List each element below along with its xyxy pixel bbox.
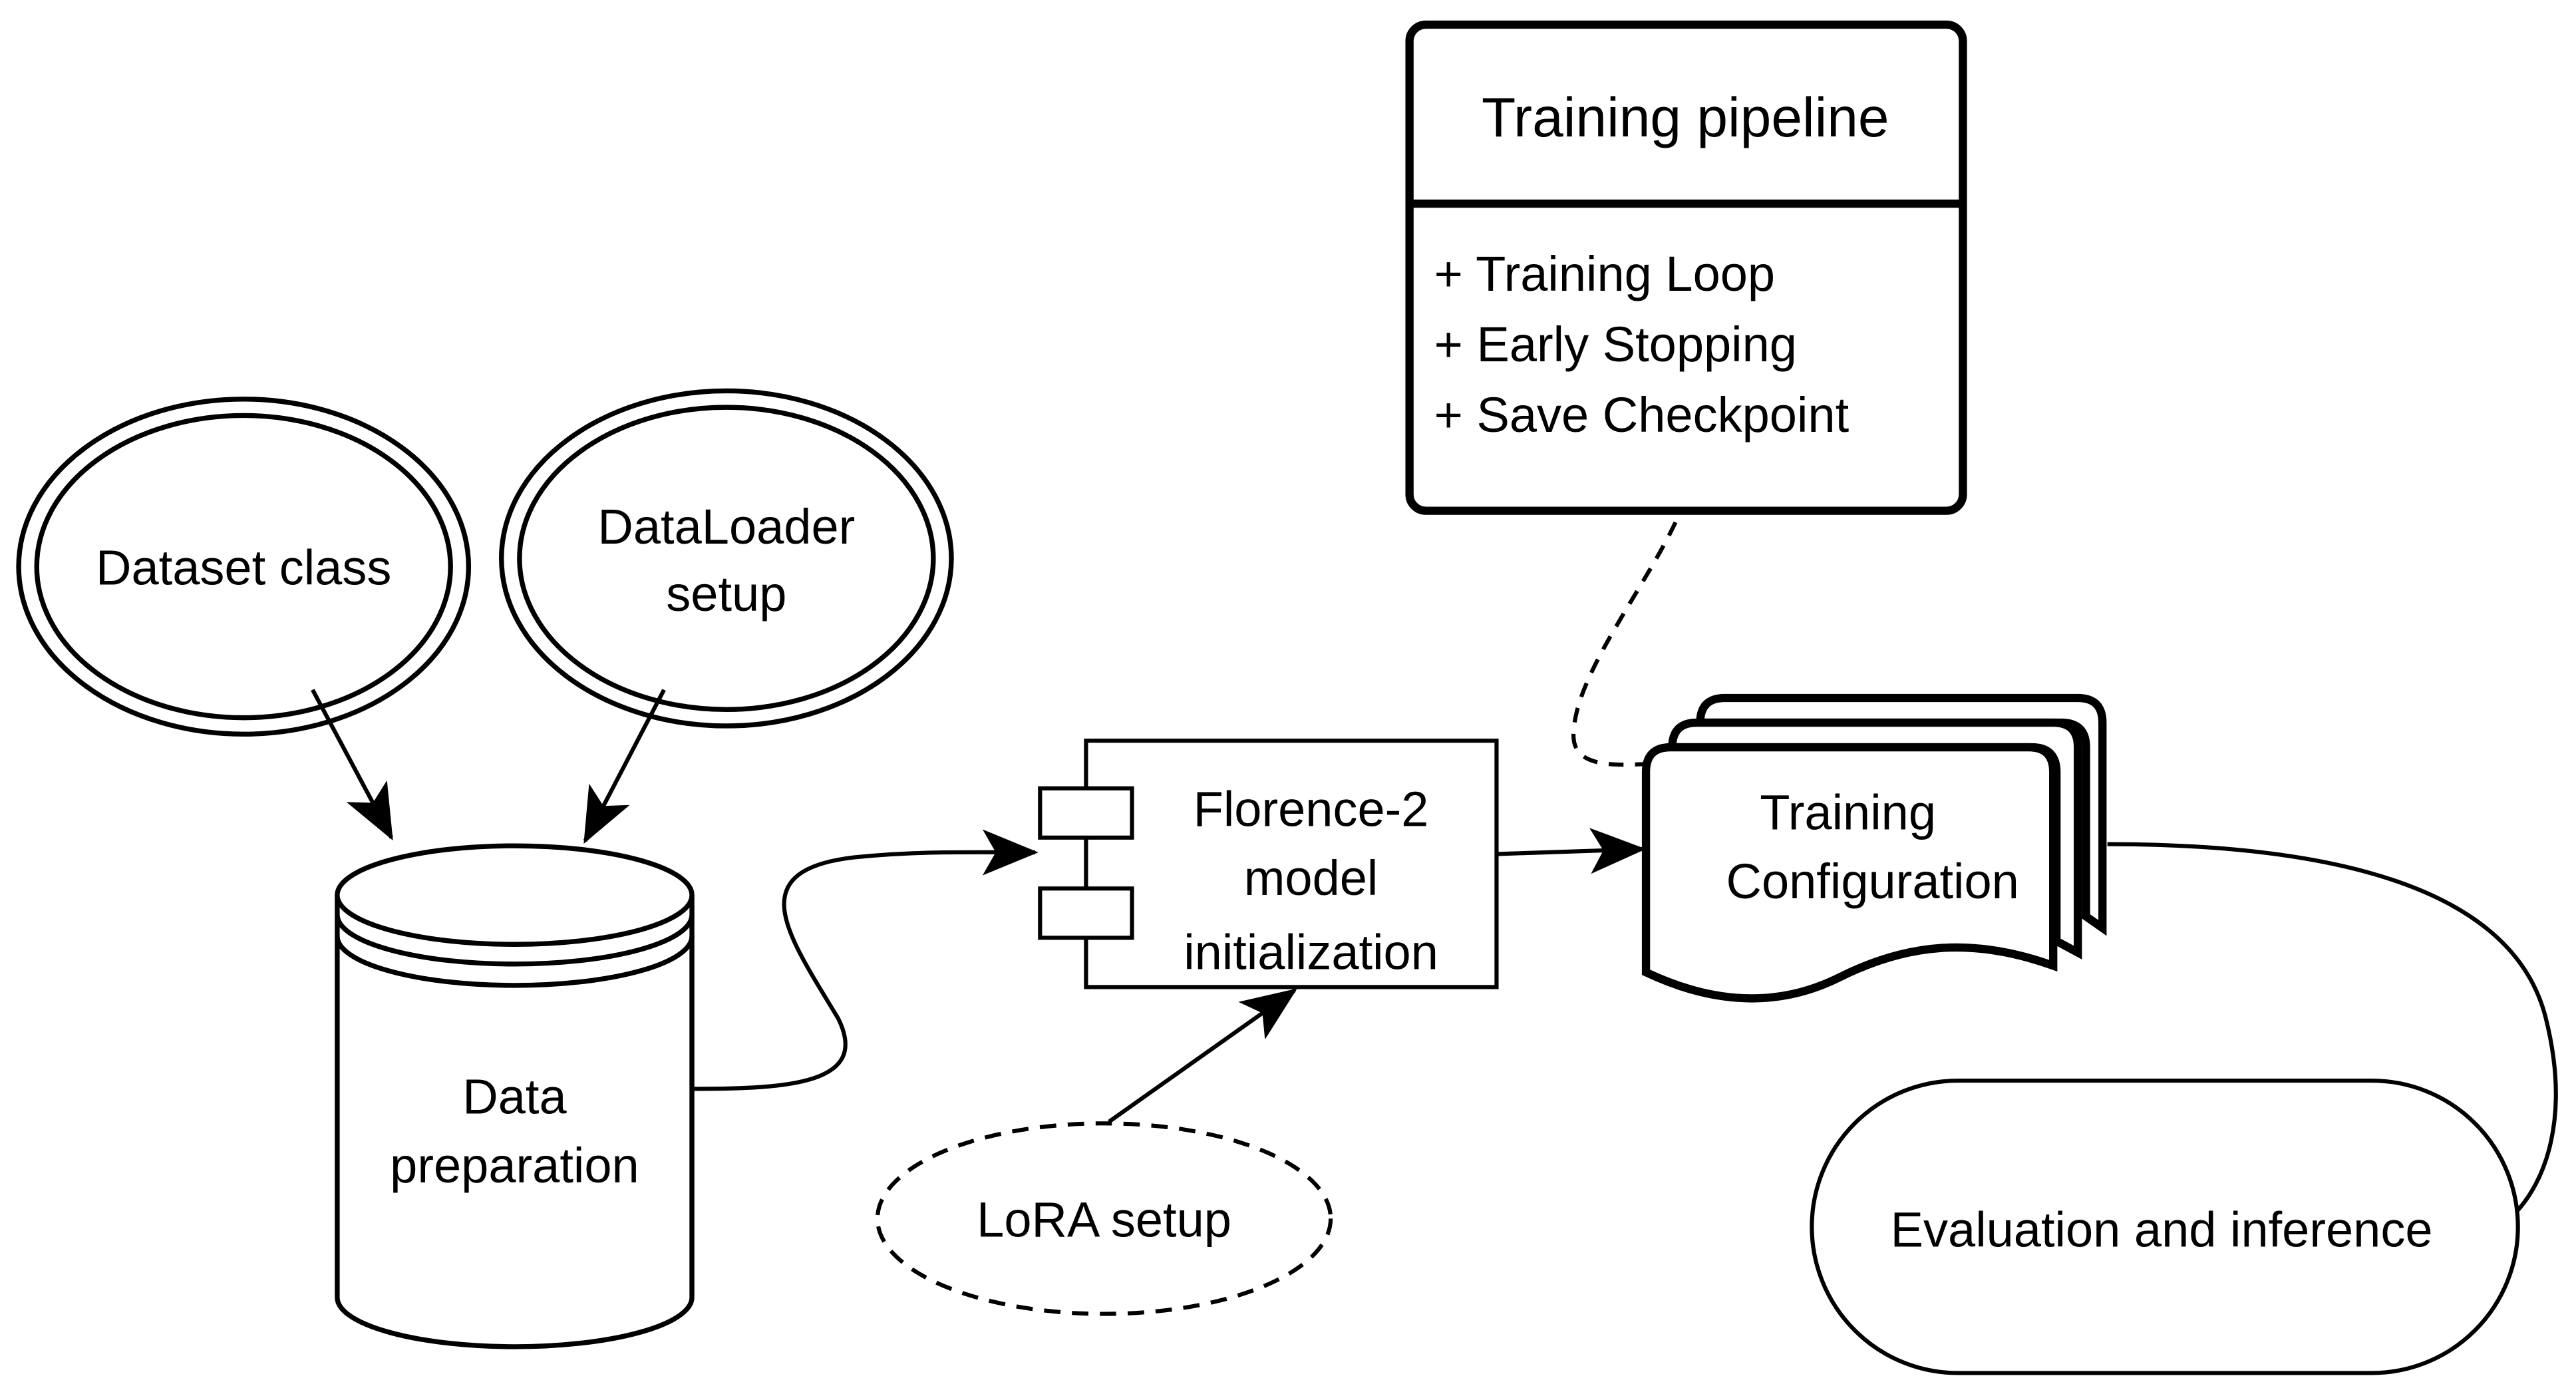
edge-pipeline-to-config — [1571, 521, 1678, 767]
florence-label-line2: model — [1244, 850, 1378, 906]
edge-florence-to-config — [1496, 828, 1647, 874]
dataloader-label-line1: DataLoader — [597, 499, 855, 554]
evaluation-node[interactable]: Evaluation and inference — [1810, 1079, 2520, 1375]
lora-setup-label: LoRA setup — [977, 1192, 1231, 1248]
edge-lora-to-florence — [1108, 988, 1297, 1124]
florence-label-line1: Florence-2 — [1194, 782, 1429, 837]
edge-dataprep-to-florence — [692, 829, 1039, 1091]
florence-model-node[interactable]: Florence-2 model initialization — [1038, 739, 1499, 989]
training-pipeline-node[interactable]: Training pipeline + Training Loop + Earl… — [1405, 20, 1967, 515]
dataloader-node[interactable]: DataLoader setup — [499, 388, 954, 729]
training-config-node[interactable]: Training Configuration — [1641, 693, 2107, 1003]
data-preparation-label-line1: Data — [462, 1069, 567, 1124]
training-config-label-line1: Training — [1760, 785, 1936, 840]
training-pipeline-title: Training pipeline — [1482, 86, 1889, 148]
lora-setup-node[interactable]: LoRA setup — [875, 1121, 1333, 1316]
training-pipeline-item: + Training Loop — [1434, 246, 1775, 301]
evaluation-label: Evaluation and inference — [1891, 1202, 2433, 1257]
edge-dataloader-to-dataprep — [583, 689, 666, 844]
dataset-class-label: Dataset class — [96, 540, 391, 596]
training-config-label-line2: Configuration — [1726, 854, 2019, 909]
florence-label-line3: initialization — [1184, 924, 1438, 979]
dataset-class-node[interactable]: Dataset class — [16, 397, 472, 737]
data-preparation-node[interactable]: Data preparation — [335, 843, 695, 1349]
edge-config-to-evaluation — [2107, 842, 2558, 1217]
edge-dataset-to-dataprep — [311, 689, 394, 841]
training-pipeline-item: + Early Stopping — [1434, 317, 1797, 372]
dataloader-label-line2: setup — [666, 566, 786, 621]
data-preparation-label-line2: preparation — [390, 1138, 639, 1193]
training-pipeline-item: + Save Checkpoint — [1434, 387, 1850, 442]
